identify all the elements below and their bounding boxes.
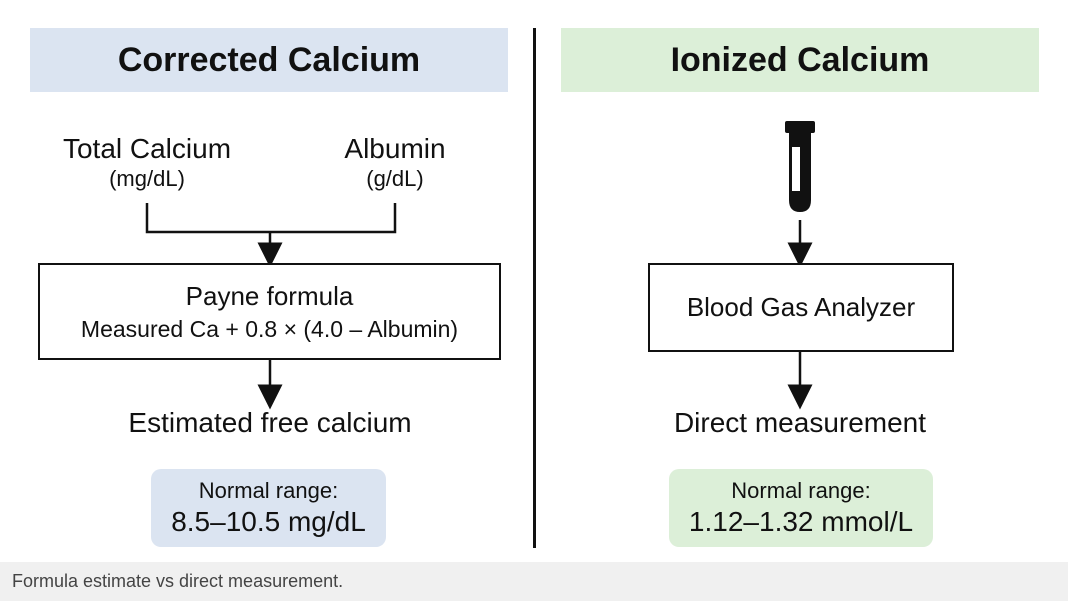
- range-title: Normal range:: [731, 478, 871, 503]
- total-calcium-unit: (mg/dL): [109, 166, 185, 191]
- direct-measurement: Direct measurement: [673, 407, 927, 438]
- range-value: 8.5–10.5 mg/dL: [171, 506, 366, 537]
- ionized-calcium-header: Ionized Calcium: [561, 28, 1039, 92]
- column-divider: [533, 28, 536, 548]
- albumin-label: Albumin: [344, 133, 446, 164]
- payne-formula-box: Payne formula Measured Ca + 0.8 × (4.0 –…: [38, 263, 501, 360]
- analyzer-label: Blood Gas Analyzer: [686, 292, 916, 322]
- ionized-normal-range: Normal range: 1.12–1.32 mmol/L: [669, 469, 933, 547]
- formula-expression: Measured Ca + 0.8 × (4.0 – Albumin): [80, 315, 459, 342]
- caption: Formula estimate vs direct measurement.: [0, 562, 1068, 601]
- blood-gas-analyzer-box: Blood Gas Analyzer: [648, 263, 954, 352]
- range-title: Normal range:: [198, 478, 339, 503]
- total-calcium-input: Total Calcium (mg/dL): [47, 133, 247, 193]
- range-value: 1.12–1.32 mmol/L: [688, 506, 914, 537]
- formula-title: Payne formula: [185, 280, 354, 311]
- corrected-normal-range: Normal range: 8.5–10.5 mg/dL: [151, 469, 386, 547]
- total-calcium-label: Total Calcium: [62, 133, 232, 164]
- input-merge-bracket: [145, 203, 397, 234]
- albumin-unit: (g/dL): [366, 166, 424, 191]
- estimated-free-calcium: Estimated free calcium: [128, 407, 412, 438]
- corrected-calcium-header: Corrected Calcium: [30, 28, 508, 92]
- albumin-input: Albumin (g/dL): [305, 133, 485, 193]
- blood-tube-icon: [785, 121, 815, 212]
